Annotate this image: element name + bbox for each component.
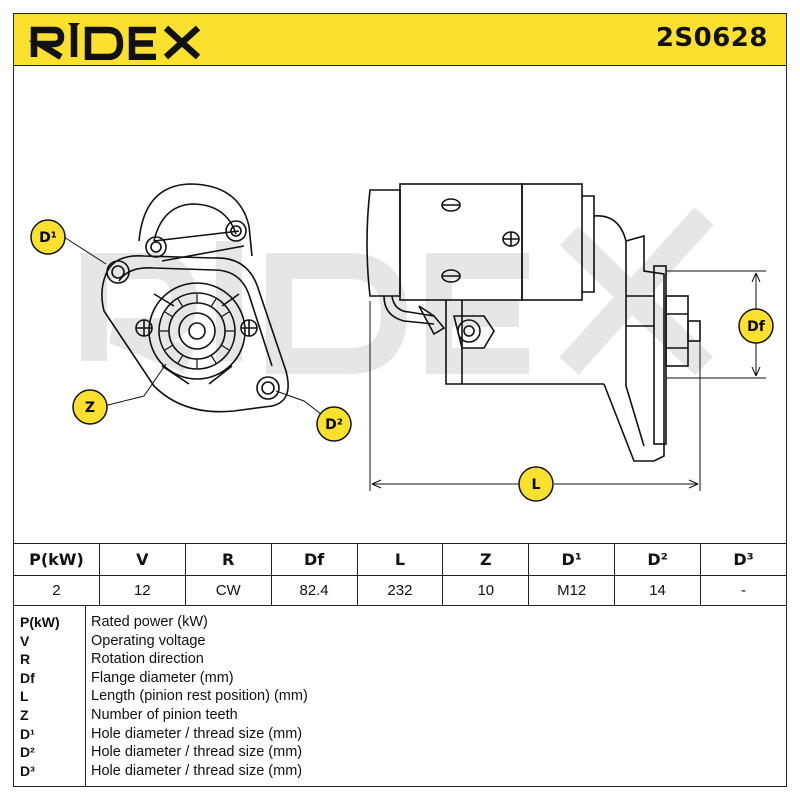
legend-desc: Hole diameter / thread size (mm) bbox=[91, 744, 303, 761]
spec-value-cell: 14 bbox=[614, 575, 701, 606]
starter-drawing: D¹ Z D² Df L bbox=[30, 183, 774, 502]
spec-value-row: 2 12 CW 82.4 232 10 M12 14 - bbox=[13, 575, 787, 606]
callout-df: Df bbox=[738, 308, 774, 344]
legend-row: Z Number of pinion teeth bbox=[14, 706, 784, 725]
legend-key: V bbox=[20, 632, 30, 649]
callout-z: Z bbox=[72, 389, 108, 425]
spec-header-row: P(kW) V R Df L Z D¹ D² D³ bbox=[13, 543, 787, 576]
legend-key: R bbox=[20, 651, 31, 668]
starter-end-view bbox=[101, 183, 289, 413]
callout-l-label: L bbox=[532, 477, 541, 493]
legend-desc: Operating voltage bbox=[91, 632, 206, 649]
spec-header-cell: D¹ bbox=[528, 543, 616, 576]
spec-value-cell: 12 bbox=[98, 575, 186, 606]
spec-value-cell: - bbox=[700, 575, 787, 606]
callout-d2-label: D² bbox=[325, 417, 343, 433]
callout-df-label: Df bbox=[747, 319, 766, 335]
spec-table: P(kW) V R Df L Z D¹ D² D³ 2 12 CW 82.4 2… bbox=[13, 543, 787, 606]
spec-header-cell: V bbox=[98, 543, 186, 576]
legend-desc: Length (pinion rest position) (mm) bbox=[91, 688, 308, 705]
legend-row: V Operating voltage bbox=[14, 632, 784, 651]
legend-divider bbox=[85, 606, 86, 786]
watermark-logo bbox=[81, 207, 714, 376]
ridex-logo bbox=[28, 23, 201, 60]
legend-key: Df bbox=[20, 669, 35, 686]
header-bar: 2S0628 bbox=[13, 13, 787, 66]
legend-desc: Rated power (kW) bbox=[91, 614, 208, 630]
legend-key: Z bbox=[20, 707, 29, 723]
legend-key: L bbox=[20, 688, 29, 705]
spec-value-cell: 10 bbox=[442, 575, 530, 606]
callout-l: L bbox=[518, 466, 554, 502]
spec-value-cell: CW bbox=[184, 575, 272, 606]
spec-header-cell: R bbox=[184, 543, 272, 576]
legend-row: D¹ Hole diameter / thread size (mm) bbox=[14, 725, 784, 744]
spec-value-cell: 2 bbox=[13, 575, 100, 606]
legend-row: D² Hole diameter / thread size (mm) bbox=[14, 743, 784, 762]
legend-row: R Rotation direction bbox=[14, 650, 784, 669]
callout-d1: D¹ bbox=[30, 219, 66, 255]
logo-accent bbox=[68, 23, 80, 29]
spec-header-cell: P(kW) bbox=[13, 543, 100, 576]
legend-row: P(kW) Rated power (kW) bbox=[14, 613, 784, 632]
legend-key: D³ bbox=[20, 762, 35, 779]
legend-row: L Length (pinion rest position) (mm) bbox=[14, 687, 784, 706]
spec-header-cell: D³ bbox=[700, 543, 787, 576]
legend-key: D² bbox=[20, 744, 35, 761]
part-number: 2S0628 bbox=[655, 23, 768, 53]
dimension-lines bbox=[63, 236, 766, 491]
legend-panel: P(kW) Rated power (kW) V Operating volta… bbox=[13, 606, 787, 787]
legend-row: D³ Hole diameter / thread size (mm) bbox=[14, 762, 784, 781]
legend-desc: Rotation direction bbox=[91, 651, 204, 668]
spec-header-cell: Z bbox=[442, 543, 530, 576]
legend-desc: Flange diameter (mm) bbox=[91, 669, 234, 686]
legend-desc: Hole diameter / thread size (mm) bbox=[91, 725, 303, 742]
spec-header-cell: Df bbox=[270, 543, 358, 576]
spec-header-cell: L bbox=[356, 543, 444, 576]
spec-header-cell: D² bbox=[614, 543, 701, 576]
spec-value-cell: 82.4 bbox=[270, 575, 358, 606]
spec-value-cell: M12 bbox=[528, 575, 616, 606]
technical-drawing: D¹ Z D² Df L bbox=[13, 66, 787, 544]
callout-d1-label: D¹ bbox=[39, 230, 57, 246]
starter-side-view bbox=[366, 183, 701, 462]
legend-row: Df Flange diameter (mm) bbox=[14, 669, 784, 688]
legend-desc: Hole diameter / thread size (mm) bbox=[91, 762, 303, 779]
spec-value-cell: 232 bbox=[356, 575, 444, 606]
legend-desc: Number of pinion teeth bbox=[91, 707, 238, 723]
callout-d2: D² bbox=[316, 406, 352, 442]
callout-z-label: Z bbox=[85, 400, 95, 416]
legend-key: P(kW) bbox=[20, 614, 60, 630]
legend-key: D¹ bbox=[20, 725, 35, 742]
